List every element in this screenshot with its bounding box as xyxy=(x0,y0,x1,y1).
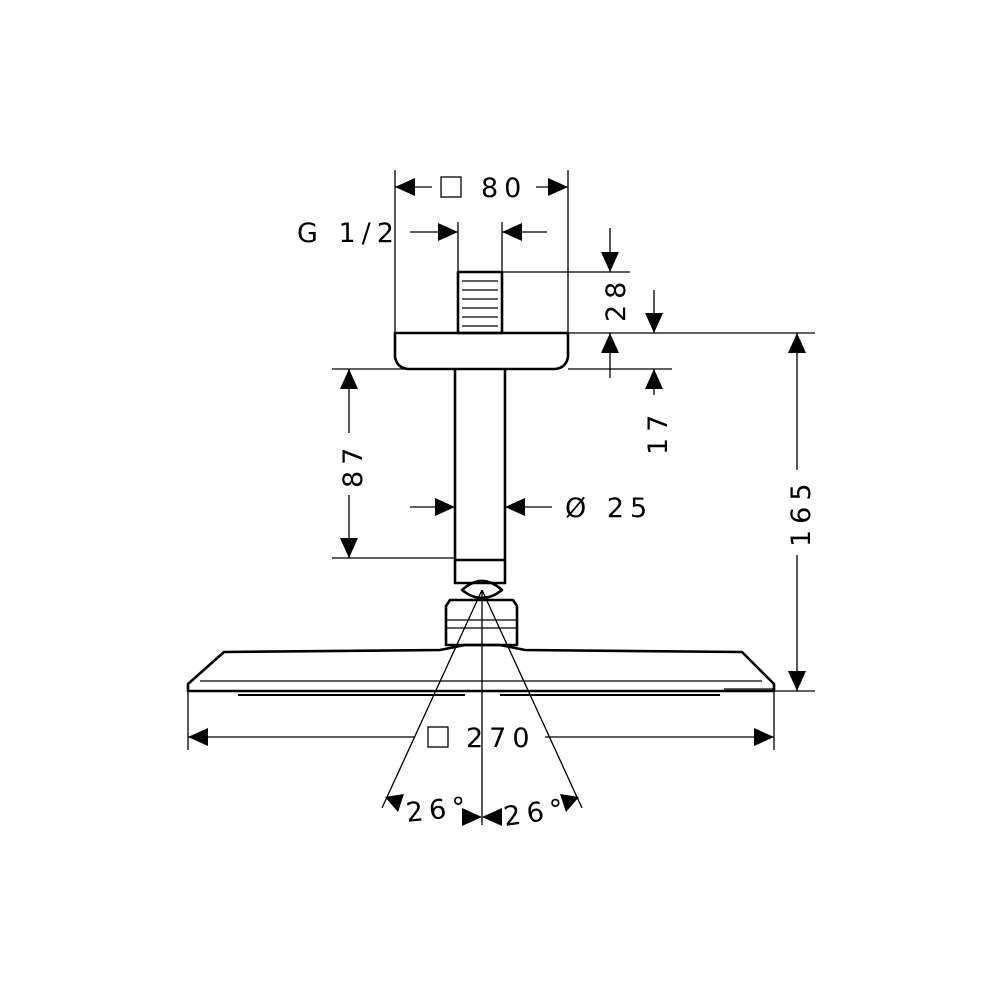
arrowhead xyxy=(754,728,774,746)
arrowhead xyxy=(560,794,579,812)
dimension-flange-height: 17 xyxy=(568,290,815,455)
arrowhead xyxy=(435,498,455,516)
arrowhead xyxy=(788,671,806,691)
flange-height-label: 17 xyxy=(643,409,674,455)
dimension-arm-diameter: Ø 25 xyxy=(410,493,653,524)
flange-width-label: 80 xyxy=(481,173,527,204)
arrowhead xyxy=(505,498,525,516)
arrowhead xyxy=(601,252,619,272)
arm-diameter-label: Ø 25 xyxy=(565,493,653,524)
shower-head-body xyxy=(186,643,776,696)
arrowhead xyxy=(645,313,663,333)
thread-label: G 1/2 xyxy=(297,218,400,249)
arrowhead xyxy=(502,223,522,241)
arrowhead xyxy=(385,794,404,812)
dimension-arm-length: 87 xyxy=(332,368,455,559)
threaded-connector xyxy=(456,270,504,335)
square-symbol-icon xyxy=(427,726,449,748)
arrowhead xyxy=(188,728,208,746)
dimension-thread: G 1/2 xyxy=(297,218,547,272)
arrowhead xyxy=(601,333,619,353)
arrowhead xyxy=(788,333,806,353)
dimension-head-width: 270 xyxy=(187,691,775,754)
shower-arm xyxy=(453,369,507,562)
total-height-label: 165 xyxy=(786,477,817,547)
arm-length-label: 87 xyxy=(338,442,369,488)
spray-angle-left-label: 26° xyxy=(404,791,473,829)
dimension-total-height: 165 xyxy=(774,333,817,692)
spray-angle-right-label: 26° xyxy=(502,793,572,833)
arrowhead xyxy=(482,808,502,826)
arrowhead xyxy=(645,369,663,389)
arrowhead xyxy=(340,538,358,558)
arrowhead xyxy=(340,369,358,389)
thread-length-label: 28 xyxy=(601,276,632,322)
head-width-label: 270 xyxy=(466,723,536,754)
arrowhead xyxy=(395,178,415,196)
dimension-spray-angle: 26° 26° xyxy=(381,589,583,833)
arrowhead xyxy=(548,178,568,196)
square-symbol-icon xyxy=(440,176,462,198)
dimension-thread-length: 28 xyxy=(502,228,632,378)
dimension-flange-width: 80 xyxy=(394,170,569,333)
ceiling-flange xyxy=(393,331,570,371)
arrowhead xyxy=(438,223,458,241)
arrowhead xyxy=(462,808,482,826)
